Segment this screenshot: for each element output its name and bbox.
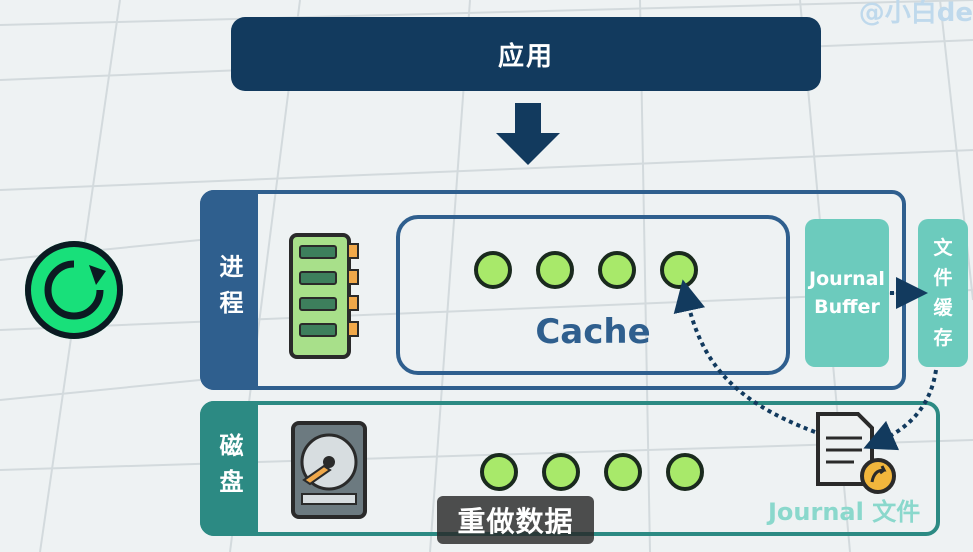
process-label: 进程 <box>200 190 258 390</box>
down-arrow-icon <box>496 103 560 165</box>
journal-document-icon <box>816 412 896 494</box>
restart-icon <box>25 241 123 339</box>
journal-buffer: Journal Buffer <box>805 219 889 367</box>
disk-data-dot <box>666 453 704 491</box>
disk-data-dot <box>542 453 580 491</box>
subtitle-caption: 重做数据 <box>437 496 594 544</box>
disk-label: 磁盘 <box>200 401 258 536</box>
memory-chip-icon <box>289 233 359 359</box>
cache-data-dot <box>660 251 698 289</box>
hard-disk-icon <box>291 421 367 519</box>
watermark: @小白de <box>858 0 973 28</box>
app-bar: 应用 <box>231 17 821 91</box>
disk-data-dot <box>480 453 518 491</box>
cache-data-dot <box>598 251 636 289</box>
app-label: 应用 <box>497 41 554 72</box>
cache-data-dot <box>474 251 512 289</box>
journal-file-label: Journal 文件 <box>768 498 921 526</box>
cache-data-dot <box>536 251 574 289</box>
file-cache-label: 文件缓存 <box>933 237 953 349</box>
disk-data-dot <box>604 453 642 491</box>
cache-label: Cache <box>535 312 651 352</box>
file-cache: 文件缓存 <box>918 219 968 367</box>
